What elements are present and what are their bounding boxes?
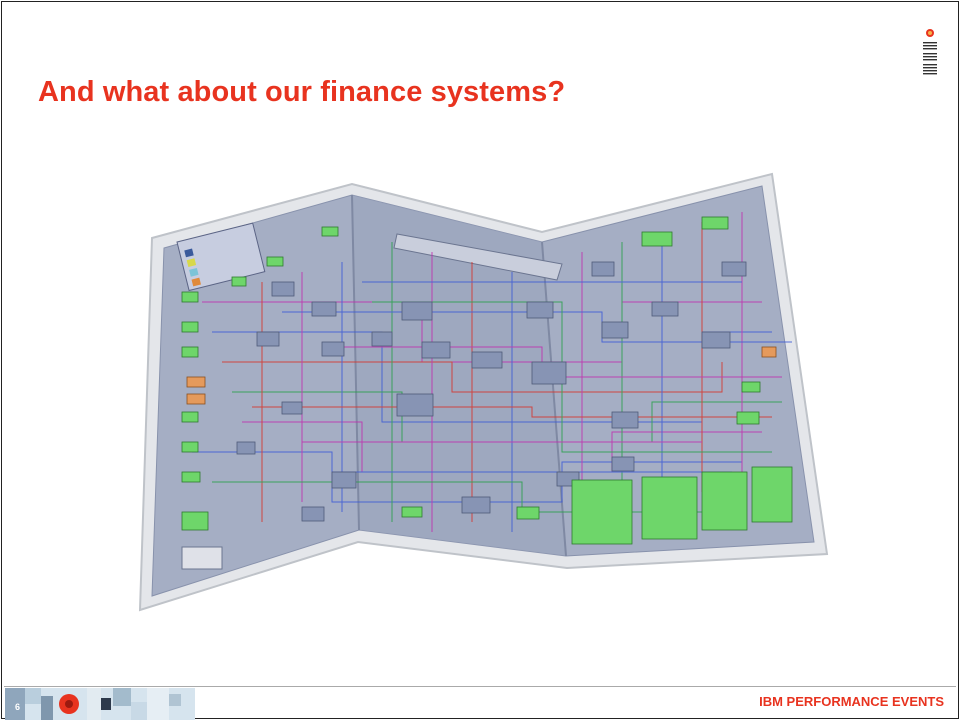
- slide-title: And what about our finance systems?: [38, 76, 566, 108]
- slide-number: 6: [15, 702, 21, 712]
- footer-divider: [4, 686, 956, 687]
- footer-event-label: IBM PERFORMANCE EVENTS: [759, 694, 944, 709]
- ibm-logo: [923, 29, 937, 75]
- footer-mosaic-graphic: [5, 688, 195, 720]
- diagram-legend: [176, 222, 266, 292]
